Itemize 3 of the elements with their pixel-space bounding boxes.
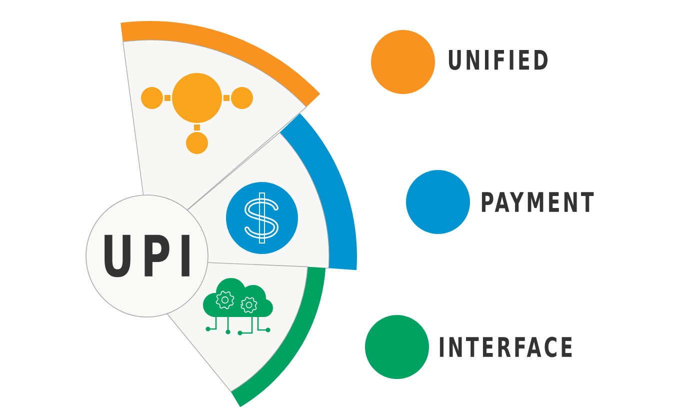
legend-label: PAYMENT	[482, 192, 594, 212]
legend-label: UNIFIED	[448, 50, 548, 70]
legend-label: INTERFACE	[440, 336, 572, 358]
